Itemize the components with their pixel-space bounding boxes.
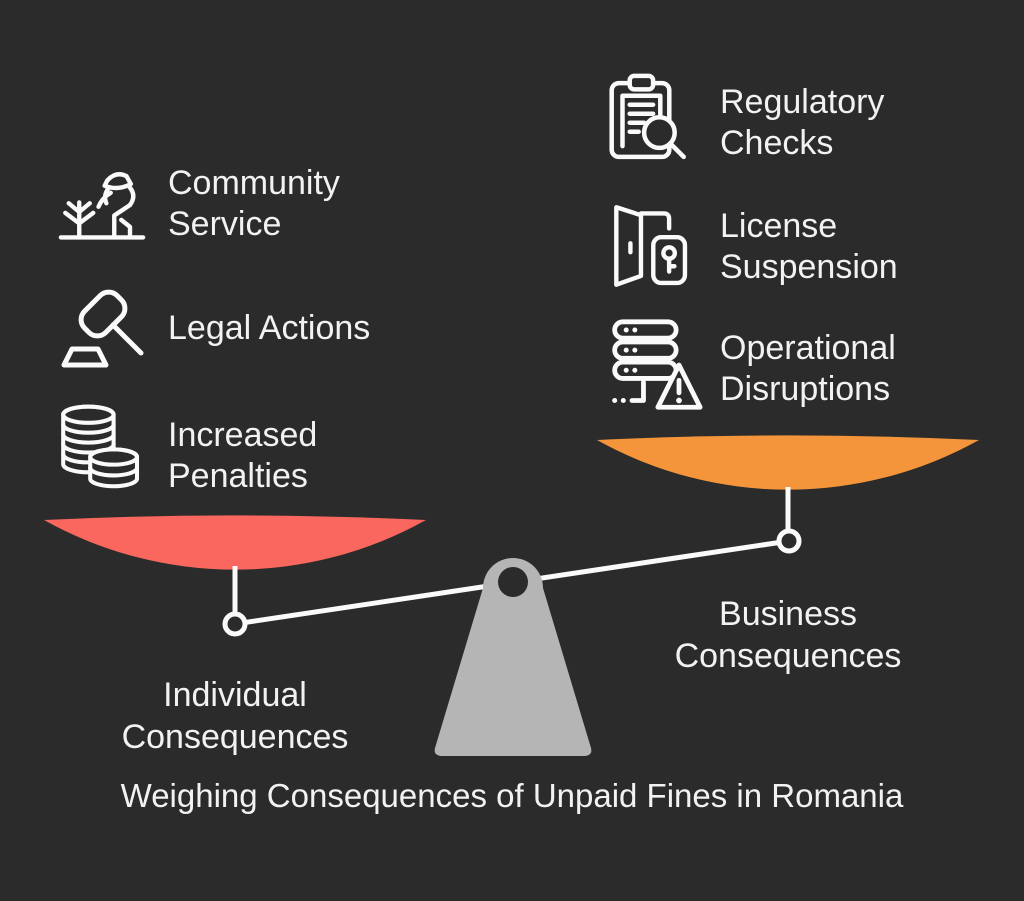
fulcrum bbox=[434, 558, 592, 756]
right-pan bbox=[597, 435, 979, 490]
item-label-legal-actions: Legal Actions bbox=[168, 309, 371, 347]
server-warning-icon bbox=[612, 319, 703, 410]
item-label-regulatory-checks: Regulatory Checks bbox=[720, 83, 885, 162]
gavel-icon bbox=[61, 289, 144, 368]
page-title: Weighing Consequences of Unpaid Fines in… bbox=[120, 777, 904, 814]
left-side-label: Individual Consequences bbox=[121, 676, 349, 756]
item-label-community-service: Community Service bbox=[168, 164, 340, 243]
left-pivot-ring bbox=[222, 611, 248, 637]
coin-stacks-icon bbox=[61, 404, 140, 489]
person-planting-tree-icon bbox=[58, 172, 146, 240]
clipboard-magnifier-icon bbox=[609, 73, 686, 160]
left-pan bbox=[44, 515, 426, 570]
right-pivot-ring bbox=[776, 528, 802, 554]
fulcrum-hole bbox=[498, 567, 528, 597]
right-side-label: Business Consequences bbox=[674, 595, 902, 675]
item-label-increased-penalties: Increased Penalties bbox=[168, 416, 318, 495]
item-label-license-suspension: License Suspension bbox=[720, 207, 898, 286]
door-keycard-icon bbox=[614, 205, 688, 287]
item-label-operational-disruptions: Operational Disruptions bbox=[720, 329, 896, 408]
